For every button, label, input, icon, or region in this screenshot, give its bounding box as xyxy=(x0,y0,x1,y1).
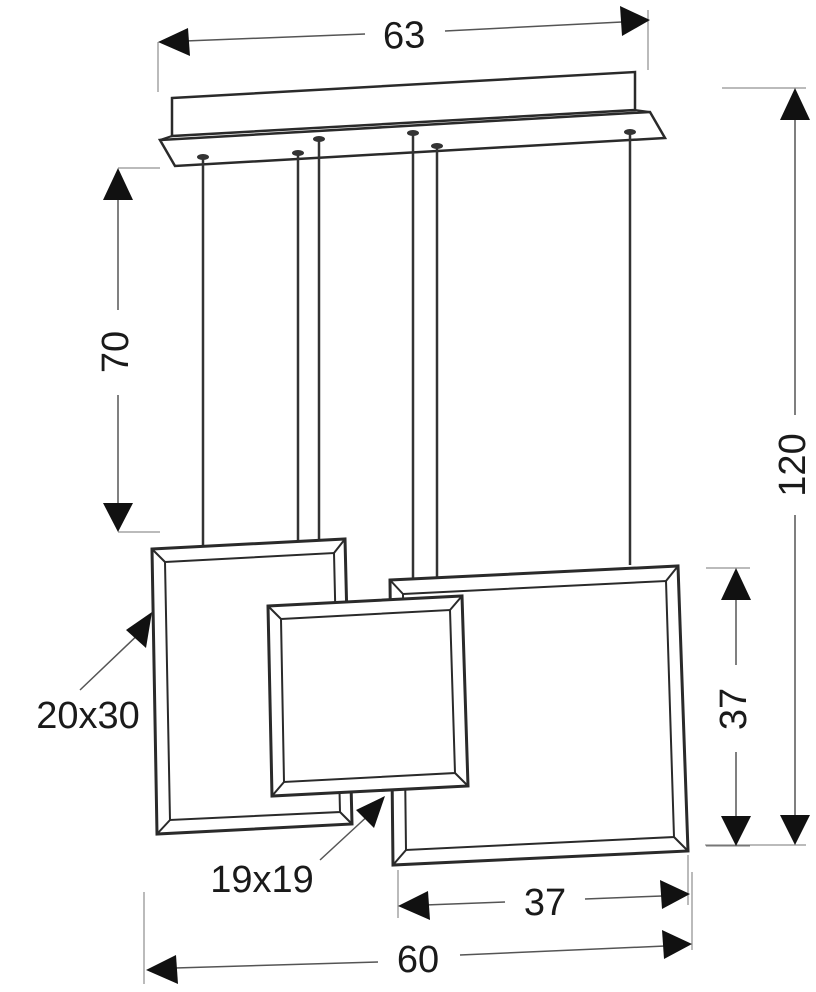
arrow-right-icon xyxy=(660,880,690,909)
small-frame-size-label: 19x19 xyxy=(210,859,314,901)
canopy-width-label: 63 xyxy=(382,14,426,57)
total-width-label: 60 xyxy=(397,939,439,981)
arrow-up-icon xyxy=(780,88,810,120)
cable-4 xyxy=(407,130,419,598)
dimension-total-height: 120 xyxy=(705,87,814,846)
dimension-cable-length: 70 xyxy=(95,167,160,533)
cable-2 xyxy=(292,150,304,540)
ceiling-canopy xyxy=(157,70,668,168)
leader-small-frame: 19x19 xyxy=(210,796,385,901)
frame-height-label: 37 xyxy=(713,688,755,730)
arrow-left-icon xyxy=(146,955,178,984)
arrow-right-icon xyxy=(620,6,650,36)
cable-6 xyxy=(624,129,636,565)
cable-3 xyxy=(313,136,325,604)
frame-small-middle xyxy=(266,594,470,798)
arrow-down-icon xyxy=(721,816,751,846)
frame-width-label: 37 xyxy=(524,882,566,924)
cable-1 xyxy=(197,154,209,545)
arrow-right-icon xyxy=(662,930,692,959)
arrow-down-icon xyxy=(780,815,810,845)
arrow-up-icon xyxy=(103,168,133,200)
dimension-canopy-width: 63 xyxy=(157,6,650,92)
arrow-down-icon xyxy=(103,503,133,532)
arrow-left-icon xyxy=(398,891,430,920)
arrow-pointer-icon xyxy=(356,796,385,828)
dimension-frame-width: 37 xyxy=(397,855,690,924)
total-height-label: 120 xyxy=(772,433,814,496)
dimension-frame-height: 37 xyxy=(706,567,755,847)
cable-5 xyxy=(431,143,443,578)
arrow-left-icon xyxy=(158,28,190,56)
large-frame-size-label: 20x30 xyxy=(36,695,140,737)
cable-length-label: 70 xyxy=(95,331,137,373)
dimension-total-width: 60 xyxy=(143,872,693,984)
arrow-up-icon xyxy=(721,568,751,600)
arrow-pointer-icon xyxy=(126,612,152,648)
leader-large-frame: 20x30 xyxy=(36,612,152,737)
suspension-cables xyxy=(197,129,636,604)
